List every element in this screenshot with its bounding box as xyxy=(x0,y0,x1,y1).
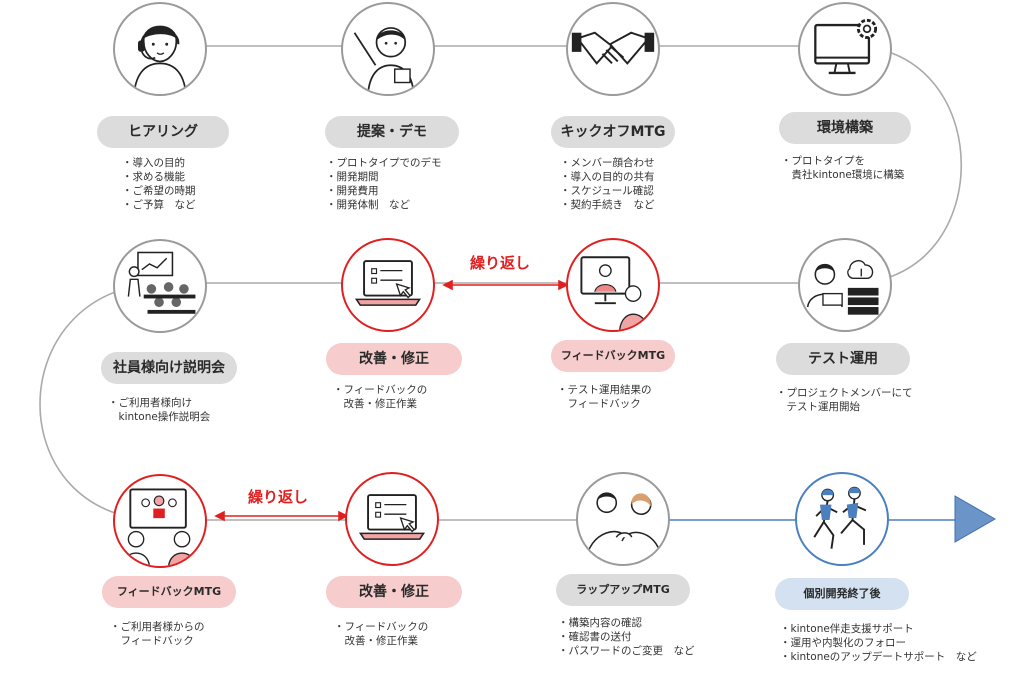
feedback2-label: フィードバックMTG xyxy=(102,576,236,608)
group-video-call-icon xyxy=(121,488,197,566)
dev-end-circle xyxy=(795,472,889,566)
tester-server-icon xyxy=(806,260,879,315)
end-arrow-icon xyxy=(954,495,997,543)
feedback2-detail: ・ご利用者様からの xyxy=(110,621,205,633)
improve2-detail: 改善・修正作業 xyxy=(334,635,418,647)
feedback1-circle xyxy=(566,238,660,332)
kickoff-detail: ・契約手続き など xyxy=(560,199,655,211)
improve1-detail: ・フィードバックの xyxy=(333,384,428,396)
briefing-label: 社員様向け説明会 xyxy=(101,352,237,384)
kickoff-detail: ・導入の目的の共有 xyxy=(560,171,655,183)
hearing-detail: ・導入の目的 xyxy=(122,157,185,169)
proposal-label: 提案・デモ xyxy=(325,116,459,148)
env-details: ・プロトタイプを 貴社kintone環境に構築 xyxy=(781,154,904,182)
headset-operator-icon xyxy=(133,25,187,94)
dev-end-detail: ・運用や内製化のフォロー xyxy=(780,637,906,649)
proposal-detail: ・開発体制 など xyxy=(326,199,410,211)
proposal-circle xyxy=(341,2,435,96)
kickoff-label: キックオフMTG xyxy=(551,116,675,148)
improve1-details: ・フィードバックの 改善・修正作業 xyxy=(333,383,427,411)
proposal-detail: ・開発期間 xyxy=(326,171,379,183)
improve1-detail: 改善・修正作業 xyxy=(333,398,417,410)
proposal-details: ・プロトタイプでのデモ ・開発期間 ・開発費用 ・開発体制 など xyxy=(326,156,442,212)
feedback1-details: ・テスト運用結果の フィードバック xyxy=(557,383,652,411)
dev-end-details: ・kintone伴走支援サポート ・運用や内製化のフォロー ・kintoneのア… xyxy=(780,622,977,664)
improve2-circle xyxy=(345,472,439,566)
hearing-detail: ・ご希望の時期 xyxy=(122,185,196,197)
wrapup-detail: ・確認書の送付 xyxy=(558,631,632,643)
repeat-label-lower: 繰り返し xyxy=(248,488,309,506)
dev-end-detail: ・kintone伴走支援サポート xyxy=(780,623,914,635)
feedback1-detail: フィードバック xyxy=(557,398,641,410)
feedback1-label: フィードバックMTG xyxy=(551,340,675,372)
feedback2-details: ・ご利用者様からの フィードバック xyxy=(110,620,205,648)
briefing-circle xyxy=(113,239,207,333)
repeat-label-upper: 繰り返し xyxy=(470,254,531,272)
laptop-checklist-icon xyxy=(358,494,426,540)
env-circle xyxy=(798,2,892,96)
improve2-details: ・フィードバックの 改善・修正作業 xyxy=(334,620,428,648)
proposal-detail: ・開発費用 xyxy=(326,185,379,197)
hearing-detail: ・求める機能 xyxy=(122,171,185,183)
runners-icon xyxy=(813,486,867,549)
env-detail: 貴社kintone環境に構築 xyxy=(781,169,905,181)
test-details: ・プロジェクトメンバーにて テスト運用開始 xyxy=(776,386,913,414)
wrapup-label: ラップアップMTG xyxy=(556,574,690,606)
feedback1-detail: ・テスト運用結果の xyxy=(557,384,652,396)
proposal-detail: ・プロトタイプでのデモ xyxy=(326,157,442,169)
briefing-session-icon xyxy=(127,251,196,314)
presenter-icon xyxy=(353,27,415,94)
kickoff-detail: ・メンバー顔合わせ xyxy=(560,157,655,169)
wrapup-detail: ・パスワードのご変更 など xyxy=(558,645,695,657)
improve1-label: 改善・修正 xyxy=(326,343,462,375)
hearing-label: ヒアリング xyxy=(97,116,229,148)
laptop-checklist-icon xyxy=(354,260,422,306)
hearing-circle xyxy=(113,2,207,96)
wrapup-detail: ・構築内容の確認 xyxy=(558,617,642,629)
dev-end-label: 個別開発終了後 xyxy=(775,578,909,610)
kickoff-detail: ・スケジュール確認 xyxy=(560,185,654,197)
briefing-details: ・ご利用者様向け kintone操作説明会 xyxy=(108,396,210,424)
test-circle xyxy=(798,238,892,332)
hearing-details: ・導入の目的 ・求める機能 ・ご希望の時期 ・ご予算 など xyxy=(122,156,196,212)
test-detail: テスト運用開始 xyxy=(776,401,860,413)
wrapup-details: ・構築内容の確認 ・確認書の送付 ・パスワードのご変更 など xyxy=(558,616,695,658)
dev-end-detail: ・kintoneのアップデートサポート など xyxy=(780,651,977,663)
briefing-detail: ・ご利用者様向け xyxy=(108,397,192,409)
hearing-detail: ・ご予算 など xyxy=(122,199,196,211)
improve1-circle xyxy=(341,238,435,332)
env-label: 環境構築 xyxy=(779,112,911,144)
test-detail: ・プロジェクトメンバーにて xyxy=(776,387,913,399)
kickoff-circle xyxy=(566,2,660,96)
env-detail: ・プロトタイプを xyxy=(781,155,865,167)
handshake-people-icon xyxy=(584,492,664,564)
feedback2-detail: フィードバック xyxy=(110,635,194,647)
improve2-detail: ・フィードバックの xyxy=(334,621,429,633)
wrapup-circle xyxy=(576,472,670,566)
feedback2-circle xyxy=(113,474,207,568)
kickoff-details: ・メンバー顔合わせ ・導入の目的の共有 ・スケジュール確認 ・契約手続き など xyxy=(560,156,655,212)
briefing-detail: kintone操作説明会 xyxy=(108,411,211,423)
video-call-icon xyxy=(580,256,650,330)
monitor-gear-icon xyxy=(814,18,878,75)
test-label: テスト運用 xyxy=(776,343,910,375)
improve2-label: 改善・修正 xyxy=(326,576,462,608)
handshake-icon xyxy=(571,31,655,65)
